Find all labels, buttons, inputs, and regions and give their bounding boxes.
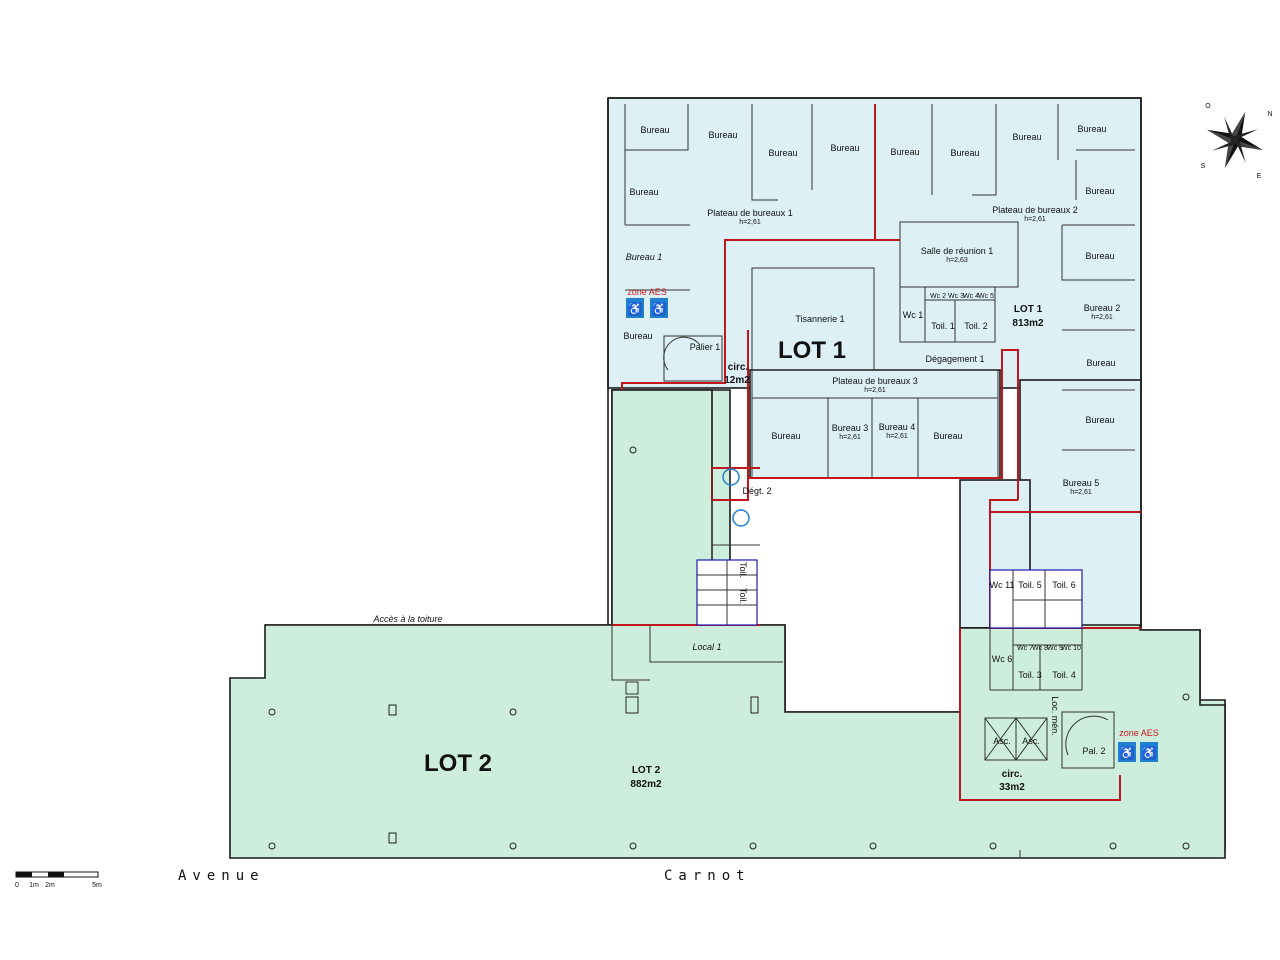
scale-1m: 1m	[29, 882, 39, 889]
room-toil-4: Toil. 4	[1052, 670, 1076, 680]
room-bureau: Bureau	[1077, 124, 1106, 134]
lot1-labels: Bureau Bureau Bureau Bureau Bureau Burea…	[623, 124, 1120, 496]
height-label: h=2,61	[839, 434, 861, 441]
room-bureau: Bureau	[1085, 251, 1114, 261]
room-bureau: Bureau	[933, 431, 962, 441]
room-bureau-2: Bureau 2	[1084, 303, 1121, 313]
lot1-walls	[607, 97, 1142, 628]
room-bureau-3: Bureau 3	[832, 423, 869, 433]
lot2-label: LOT 2	[632, 765, 661, 776]
height-label: h=2,61	[1070, 489, 1092, 496]
room-degt-2: Dégt. 2	[742, 486, 771, 496]
room-palier-1: Palier 1	[690, 342, 721, 352]
room-wc-1: Wc 1	[903, 310, 924, 320]
height-label: h=2,61	[864, 387, 886, 394]
room-bureau: Bureau	[1086, 358, 1115, 368]
lot2-labels: Dégt. 2 Toil. Toil. Accès à la toiture L…	[372, 486, 1158, 793]
height-label: h=2,63	[946, 257, 968, 264]
room-wc9: Wc 9	[1047, 645, 1063, 652]
zone-aes: zone AES	[1119, 728, 1159, 738]
lot1-label: LOT 1	[1014, 304, 1043, 315]
room-plateau-3: Plateau de bureaux 3	[832, 376, 918, 386]
room-toil-1: Toil. 1	[931, 321, 955, 331]
room-bureau-1: Bureau 1	[626, 252, 663, 262]
lot1-area: 813m2	[1012, 318, 1044, 329]
wheelchair-icon: ♿	[1120, 746, 1135, 760]
room-bureau: Bureau	[950, 148, 979, 158]
height-label: h=2,61	[1024, 216, 1046, 223]
room-wc3: Wc 3	[948, 293, 964, 300]
lot2-walls	[611, 468, 1115, 858]
wheelchair-icon: ♿	[628, 302, 643, 316]
room-circ-area: 33m2	[999, 782, 1025, 793]
room-local-1: Local 1	[692, 642, 721, 652]
room-toil-2: Toil. 2	[964, 321, 988, 331]
room-bureau: Bureau	[1085, 415, 1114, 425]
room-wc4: Wc 4	[963, 293, 979, 300]
room-wc2: Wc 2	[930, 293, 946, 300]
height-label: h=2,61	[739, 219, 761, 226]
room-circ: circ.	[728, 362, 749, 373]
lot2-big-label: LOT 2	[424, 750, 492, 777]
compass-o: O	[1205, 103, 1211, 110]
scale-0: 0	[15, 882, 19, 889]
compass-e: E	[1257, 173, 1262, 180]
scale-bar: 0 1m 2m 5m	[15, 871, 102, 889]
room-bureau: Bureau	[623, 331, 652, 341]
height-label: h=2,61	[886, 433, 908, 440]
wheelchair-icon: ♿	[1142, 746, 1157, 760]
room-salle-reunion: Salle de réunion 1	[921, 246, 994, 256]
room-bureau-5: Bureau 5	[1063, 478, 1100, 488]
room-toil-3: Toil. 3	[1018, 670, 1042, 680]
room-bureau: Bureau	[1012, 132, 1041, 142]
room-wc5: Wc 5	[978, 293, 994, 300]
room-asc: Asc.	[993, 736, 1011, 746]
room-bureau: Bureau	[1085, 186, 1114, 196]
room-bureau: Bureau	[830, 143, 859, 153]
room-circ: circ.	[1002, 769, 1023, 780]
room-bureau-4: Bureau 4	[879, 422, 916, 432]
room-bureau: Bureau	[629, 187, 658, 197]
room-pal-2: Pal. 2	[1082, 746, 1105, 756]
room-toil-5: Toil. 5	[1018, 580, 1042, 590]
room-circ-area: 12m2	[724, 375, 750, 386]
room-plateau-2: Plateau de bureaux 2	[992, 205, 1078, 215]
scale-5m: 5m	[92, 882, 102, 889]
height-label: h=2,61	[1091, 314, 1113, 321]
room-wc-11: Wc 11	[990, 580, 1015, 590]
lot2-area: 882m2	[630, 779, 662, 790]
room-bureau: Bureau	[708, 130, 737, 140]
room-bureau: Bureau	[768, 148, 797, 158]
room-degagement-1: Dégagement 1	[925, 354, 984, 364]
lot1-big-label: LOT 1	[778, 337, 846, 364]
room-wc8: Wc 8	[1032, 645, 1048, 652]
structural-columns	[268, 446, 1190, 850]
room-bureau: Bureau	[771, 431, 800, 441]
compass-n: N	[1267, 111, 1272, 118]
room-toil-6: Toil. 6	[1052, 580, 1076, 590]
compass-s: S	[1201, 163, 1206, 170]
street-word-2: Carnot	[664, 868, 751, 884]
room-plateau-1: Plateau de bureaux 1	[707, 208, 793, 218]
room-wc7: Wc 7	[1017, 645, 1033, 652]
zone-aes: zone AES	[627, 287, 667, 297]
room-loc-men: Loc. mén.	[1050, 696, 1060, 736]
room-bureau: Bureau	[640, 125, 669, 135]
scale-2m: 2m	[45, 882, 55, 889]
room-wc10: Wc 10	[1061, 645, 1081, 652]
street-word-1: Avenue	[178, 868, 265, 884]
room-acces-toiture: Accès à la toiture	[372, 614, 442, 624]
room-tisannerie: Tisannerie 1	[795, 314, 844, 324]
room-toil-left-1: Toil.	[738, 562, 748, 578]
wheelchair-icon: ♿	[652, 302, 667, 316]
room-wc-6: Wc 6	[992, 654, 1013, 664]
compass-rose	[1206, 111, 1264, 169]
room-bureau: Bureau	[890, 147, 919, 157]
accessibility-icons: ♿ ♿ ♿ ♿	[626, 298, 1158, 762]
room-asc: Asc.	[1022, 736, 1040, 746]
room-toil-left-2: Toil.	[738, 588, 748, 604]
